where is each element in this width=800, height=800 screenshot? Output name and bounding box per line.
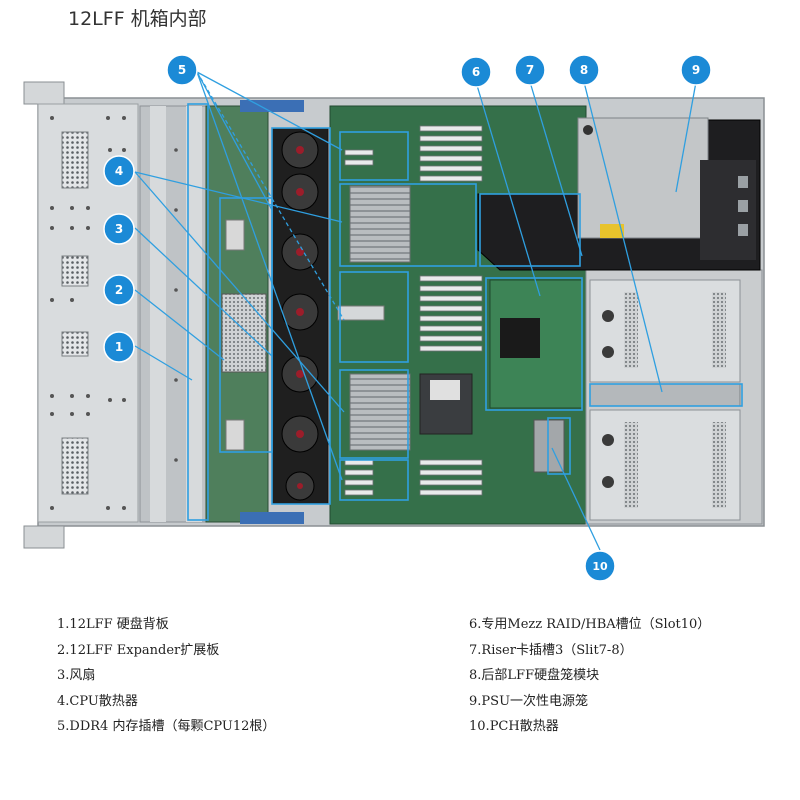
page-title: 12LFF 机箱内部: [68, 8, 207, 30]
legend-number: 9: [469, 693, 478, 709]
callout-circle: [514, 54, 546, 86]
callout-number: 6: [472, 65, 480, 79]
legend-item-1: 1.12LFF 硬盘背板: [57, 612, 275, 638]
legend-separator: .: [485, 719, 490, 734]
legend-item-8: 8.后部LFF硬盘笼模块: [469, 663, 710, 689]
legend-separator: .: [65, 617, 70, 632]
callout-number: 9: [692, 63, 700, 77]
callout-circle: [103, 331, 135, 363]
callout-9: 9: [680, 54, 712, 86]
leader-lines: [134, 71, 697, 551]
legend-item-4: 4.CPU散热器: [57, 689, 275, 715]
legend-item-2: 2.12LFF Expander扩展板: [57, 638, 275, 664]
legend-item-9: 9.PSU一次性电源笼: [469, 689, 710, 715]
callout-6: 6: [460, 56, 492, 88]
legend-number: 8: [469, 668, 478, 683]
front-panel-vents: [50, 116, 126, 510]
legend-label: Riser卡插槽3（Slit7-8）: [481, 642, 633, 658]
legend-label: 专用Mezz RAID/HBA槽位（Slot10）: [481, 617, 711, 632]
callout-10: 10: [584, 550, 616, 582]
cpu-heatsinks: [337, 185, 473, 451]
legend-label: DDR4 内存插槽（每颗CPU12根）: [69, 719, 276, 734]
legend-number: 6: [469, 617, 478, 632]
callout-number: 10: [592, 560, 608, 573]
callout-5: 5: [166, 54, 198, 86]
legend-separator: .: [65, 719, 70, 734]
callout-number: 8: [580, 63, 588, 77]
rear-drive-cages: [589, 279, 741, 521]
callout-number: 7: [526, 63, 534, 77]
memory-slots: [344, 125, 483, 496]
legend-right: 6.专用Mezz RAID/HBA槽位（Slot10）7.Riser卡插槽3（S…: [469, 612, 710, 740]
legend-item-6: 6.专用Mezz RAID/HBA槽位（Slot10）: [469, 612, 710, 638]
callout-8: 8: [568, 54, 600, 86]
legend-separator: .: [65, 642, 70, 658]
callout-2: 2: [103, 274, 135, 306]
legend-label: 12LFF Expander扩展板: [69, 642, 220, 658]
callout-layer: 1 2 3 4 5 6 7 8 9 10: [103, 54, 712, 582]
legend-number: 10: [469, 719, 486, 734]
callout-1: 1: [103, 331, 135, 363]
callout-number: 5: [178, 63, 186, 77]
callout-number: 1: [115, 340, 123, 354]
legend-separator: .: [477, 642, 482, 658]
riser-card: [477, 117, 761, 271]
legend-label: 风扇: [69, 668, 96, 683]
legend-number: 1: [57, 617, 66, 632]
legend-number: 4: [57, 693, 66, 709]
legend-label: 12LFF 硬盘背板: [69, 617, 169, 632]
legend-number: 7: [469, 642, 478, 658]
drive-backplane: [139, 105, 207, 523]
legend-separator: .: [65, 693, 70, 709]
callout-circle: [103, 274, 135, 306]
callout-4: 4: [103, 155, 135, 187]
legend-number: 5: [57, 719, 66, 734]
legend-label: PSU一次性电源笼: [481, 693, 589, 709]
callout-3: 3: [103, 213, 135, 245]
callout-circle: [584, 550, 616, 582]
legend-label: 后部LFF硬盘笼模块: [481, 668, 600, 683]
callout-circle: [166, 54, 198, 86]
callout-circle: [103, 155, 135, 187]
legend-label: PCH散热器: [489, 719, 559, 734]
mezz-and-pch: [489, 279, 583, 473]
legend-separator: .: [477, 617, 482, 632]
legend-number: 2: [57, 642, 66, 658]
legend-label: CPU散热器: [69, 693, 138, 709]
callout-number: 4: [115, 164, 123, 178]
callout-number: 2: [115, 283, 123, 297]
legend-separator: .: [477, 693, 482, 709]
legend-item-3: 3.风扇: [57, 663, 275, 689]
callout-circle: [568, 54, 600, 86]
legend-separator: .: [65, 668, 70, 683]
legend-item-10: 10.PCH散热器: [469, 714, 710, 740]
callout-circle: [103, 213, 135, 245]
callout-circle: [680, 54, 712, 86]
legend-number: 3: [57, 668, 66, 683]
callout-circle: [460, 56, 492, 88]
legend-item-5: 5.DDR4 内存插槽（每颗CPU12根）: [57, 714, 275, 740]
callout-number: 3: [115, 222, 123, 236]
legend-separator: .: [477, 668, 482, 683]
legend-item-7: 7.Riser卡插槽3（Slit7-8）: [469, 638, 710, 664]
callout-7: 7: [514, 54, 546, 86]
